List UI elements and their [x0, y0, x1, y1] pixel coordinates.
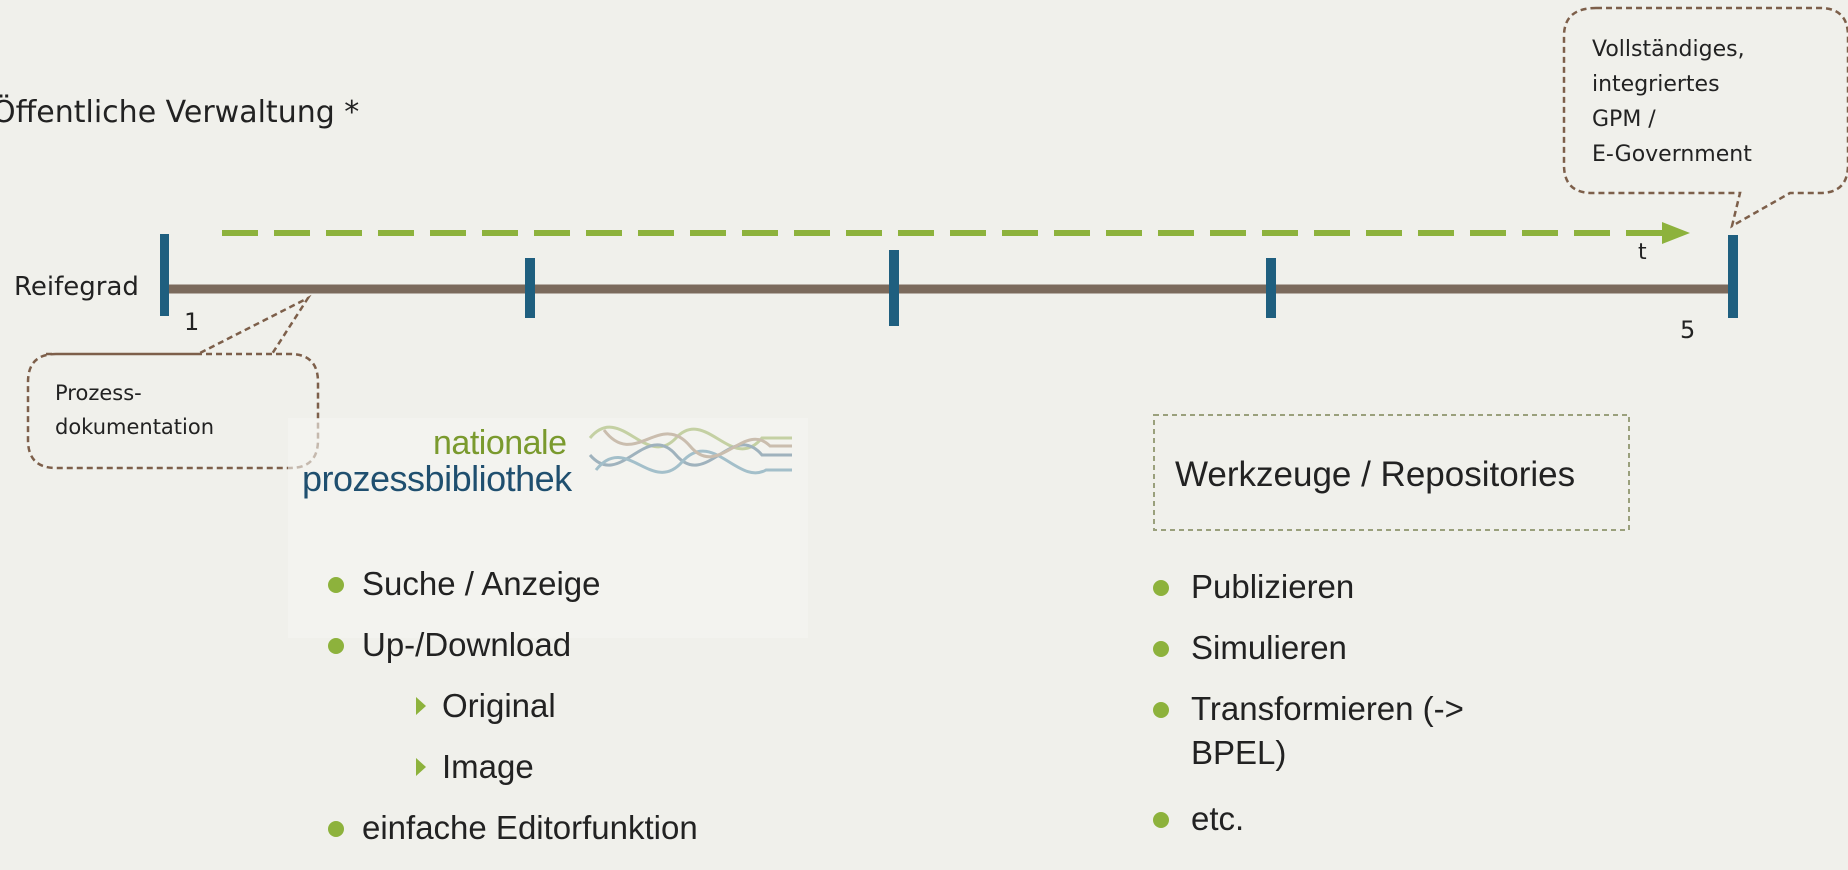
progress-arrow-head	[1662, 222, 1690, 244]
list-item-simulate: Simulieren	[1153, 629, 1573, 690]
list-item-label: Suche / Anzeige	[362, 565, 601, 602]
bullet-dot-icon	[1153, 812, 1169, 828]
maturity-diagram	[26, 6, 1848, 638]
callout-process-doc-line1: Prozess-	[55, 381, 142, 405]
callout-process-doc-line2: dokumentation	[55, 415, 215, 439]
list-item-label: Original	[442, 687, 556, 724]
list-item-label: einfache Editorfunktion	[362, 809, 698, 846]
bullet-triangle-icon	[416, 697, 426, 715]
axis-end-value: 5	[1680, 316, 1696, 344]
axis-label: Reifegrad	[14, 272, 139, 302]
bullet-dot-icon	[328, 638, 344, 654]
axis-tick-1	[160, 234, 169, 316]
page-title: Öffentliche Verwaltung *	[0, 95, 360, 130]
bullet-dot-icon	[1153, 641, 1169, 657]
axis-tick-4	[1266, 258, 1276, 318]
list-subitem-original: Original	[328, 687, 848, 748]
list-item-label: Publizieren	[1191, 568, 1355, 605]
list-item-editor: einfache Editorfunktion	[328, 809, 848, 870]
axis-tick-3	[889, 250, 899, 326]
list-subitem-image: Image	[328, 748, 848, 809]
bullet-dot-icon	[1153, 702, 1169, 718]
list-item-label: Simulieren	[1191, 629, 1347, 666]
callout-complete-line4: E-Government	[1592, 142, 1752, 167]
list-item-publish: Publizieren	[1153, 568, 1573, 629]
list-item-search: Suche / Anzeige	[328, 565, 848, 626]
callout-complete-line3: GPM /	[1592, 107, 1656, 132]
callout-complete-text: Vollständiges, integriertes GPM / E-Gove…	[1592, 32, 1752, 172]
tools-box-label: Werkzeuge / Repositories	[1175, 455, 1576, 494]
bullet-triangle-icon	[416, 758, 426, 776]
callout-complete-line1: Vollständiges,	[1592, 37, 1745, 62]
list-item-updownload: Up-/Download	[328, 626, 848, 687]
callout-complete	[1562, 6, 1848, 229]
bullet-dot-icon	[1153, 580, 1169, 596]
list-item-transform: Transformieren (-> BPEL)	[1153, 690, 1573, 800]
callout-process-doc	[26, 294, 320, 470]
time-label: t	[1638, 240, 1647, 265]
axis-start-value: 1	[184, 308, 200, 336]
list-item-label: Up-/Download	[362, 626, 572, 663]
bullet-dot-icon	[328, 821, 344, 837]
axis-tick-2	[525, 258, 535, 318]
right-feature-list: Publizieren Simulieren Transformieren (-…	[1153, 568, 1573, 850]
callout-process-doc-text: Prozess- dokumentation	[55, 376, 214, 444]
tools-box	[1153, 414, 1630, 531]
logo-text-line2: prozessbibliothek	[302, 458, 572, 499]
bullet-dot-icon	[328, 577, 344, 593]
logo-text-line1: nationale	[433, 424, 567, 462]
logo-panel	[288, 418, 808, 638]
list-item-label: Image	[442, 748, 534, 785]
left-feature-list: Suche / Anzeige Up-/Download Original Im…	[328, 565, 848, 870]
axis-tick-5	[1728, 235, 1738, 318]
list-item-label-line2: BPEL)	[1191, 734, 1287, 771]
list-item-etc: etc.	[1153, 800, 1573, 850]
list-item-label-line1: Transformieren (->	[1191, 690, 1464, 727]
list-item-label: etc.	[1191, 800, 1245, 837]
callout-complete-line2: integriertes	[1592, 72, 1720, 97]
